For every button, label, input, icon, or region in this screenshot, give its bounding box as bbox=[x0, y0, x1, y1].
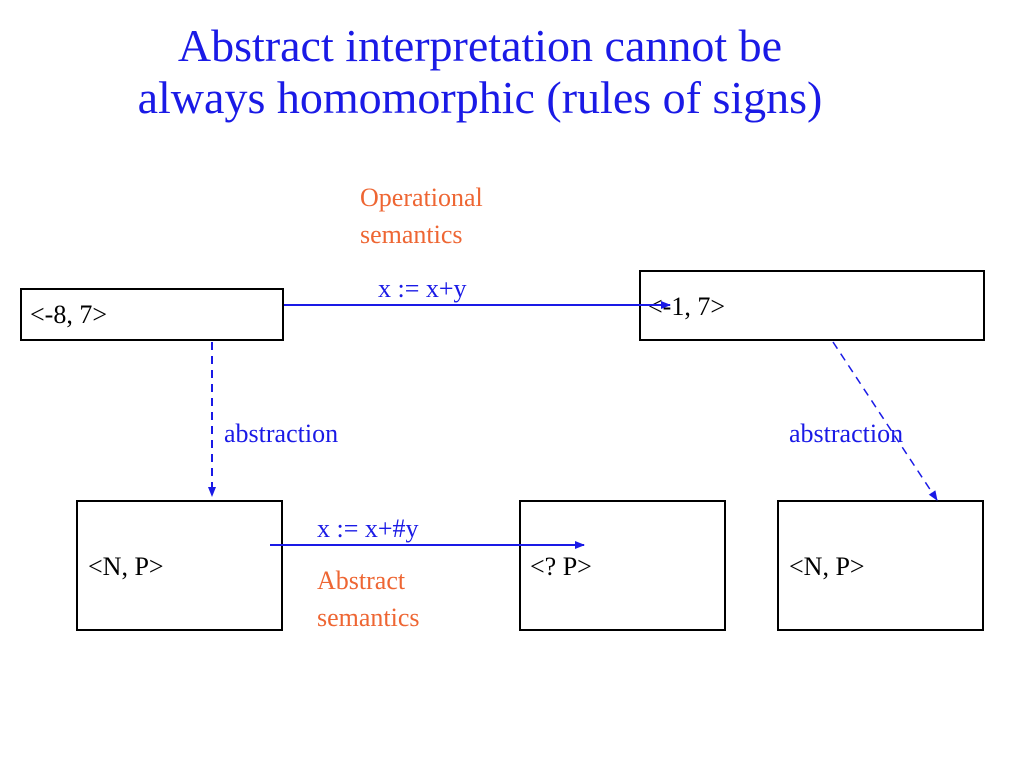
concrete-target-state-text: <-1, 7> bbox=[648, 292, 725, 321]
concrete-source-state-box bbox=[20, 288, 284, 341]
abstraction-label-right: abstraction bbox=[789, 419, 904, 448]
abstract-semantics-label: Abstract semantics bbox=[317, 563, 420, 637]
operational-semantics-line-2: semantics bbox=[360, 219, 463, 249]
abstract-semantics-line-2: semantics bbox=[317, 602, 420, 632]
concrete-operation-label: x := x+y bbox=[378, 274, 467, 303]
operational-semantics-line-1: Operational bbox=[360, 183, 483, 212]
abstract-source-state-text: <N, P> bbox=[88, 552, 164, 581]
operational-semantics-label: Operational semantics bbox=[360, 180, 483, 254]
abstract-result-state-box bbox=[519, 500, 726, 631]
slide-title-line-1: Abstract interpretation cannot be bbox=[177, 20, 783, 71]
slide-title-line-2: always homomorphic (rules of signs) bbox=[137, 72, 823, 124]
abstract-result-state-text: <? P> bbox=[530, 552, 592, 581]
concrete-target-state-box bbox=[639, 270, 985, 341]
abstraction-of-target-text: <N, P> bbox=[789, 552, 865, 581]
concrete-source-state-text: <-8, 7> bbox=[30, 300, 107, 329]
abstract-source-state-box bbox=[76, 500, 283, 631]
abstraction-label-left: abstraction bbox=[224, 419, 339, 448]
slide-title: Abstract interpretation cannot be always… bbox=[0, 20, 960, 125]
abstract-semantics-line-1: Abstract bbox=[317, 566, 406, 595]
abstraction-of-target-box bbox=[777, 500, 984, 631]
abstract-operation-label: x := x+#y bbox=[317, 514, 419, 543]
